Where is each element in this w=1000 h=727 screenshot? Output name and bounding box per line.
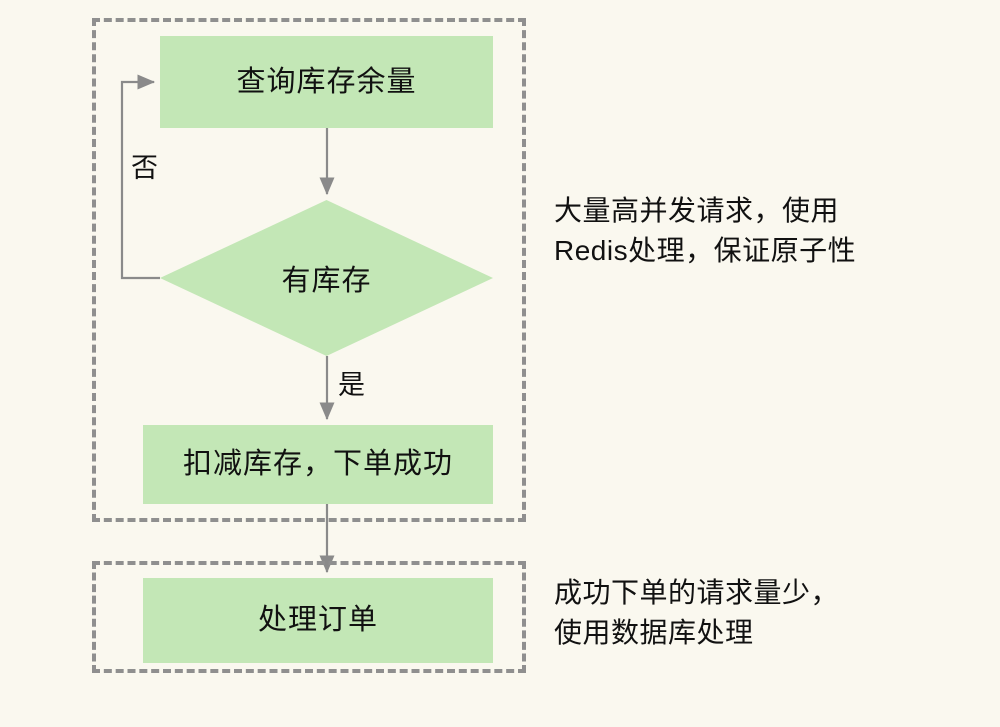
group-region-redis	[92, 18, 526, 522]
group-region-database	[92, 561, 526, 673]
edge-label-yes: 是	[338, 370, 365, 400]
node-deduct-stock[interactable]: 扣减库存，下单成功	[143, 425, 493, 504]
annotation-redis-group: 大量高并发请求，使用 Redis处理，保证原子性	[554, 195, 857, 266]
node-query-stock[interactable]: 查询库存余量	[160, 36, 493, 128]
annotation-database-group: 成功下单的请求量少， 使用数据库处理	[554, 577, 840, 648]
node-process-order[interactable]: 处理订单	[143, 578, 493, 663]
edge-label-no: 否	[131, 153, 158, 183]
connector-decision-no-loopback	[120, 74, 160, 280]
node-has-stock[interactable]: 有库存	[160, 200, 493, 356]
node-has-stock-label: 有库存	[281, 265, 372, 297]
